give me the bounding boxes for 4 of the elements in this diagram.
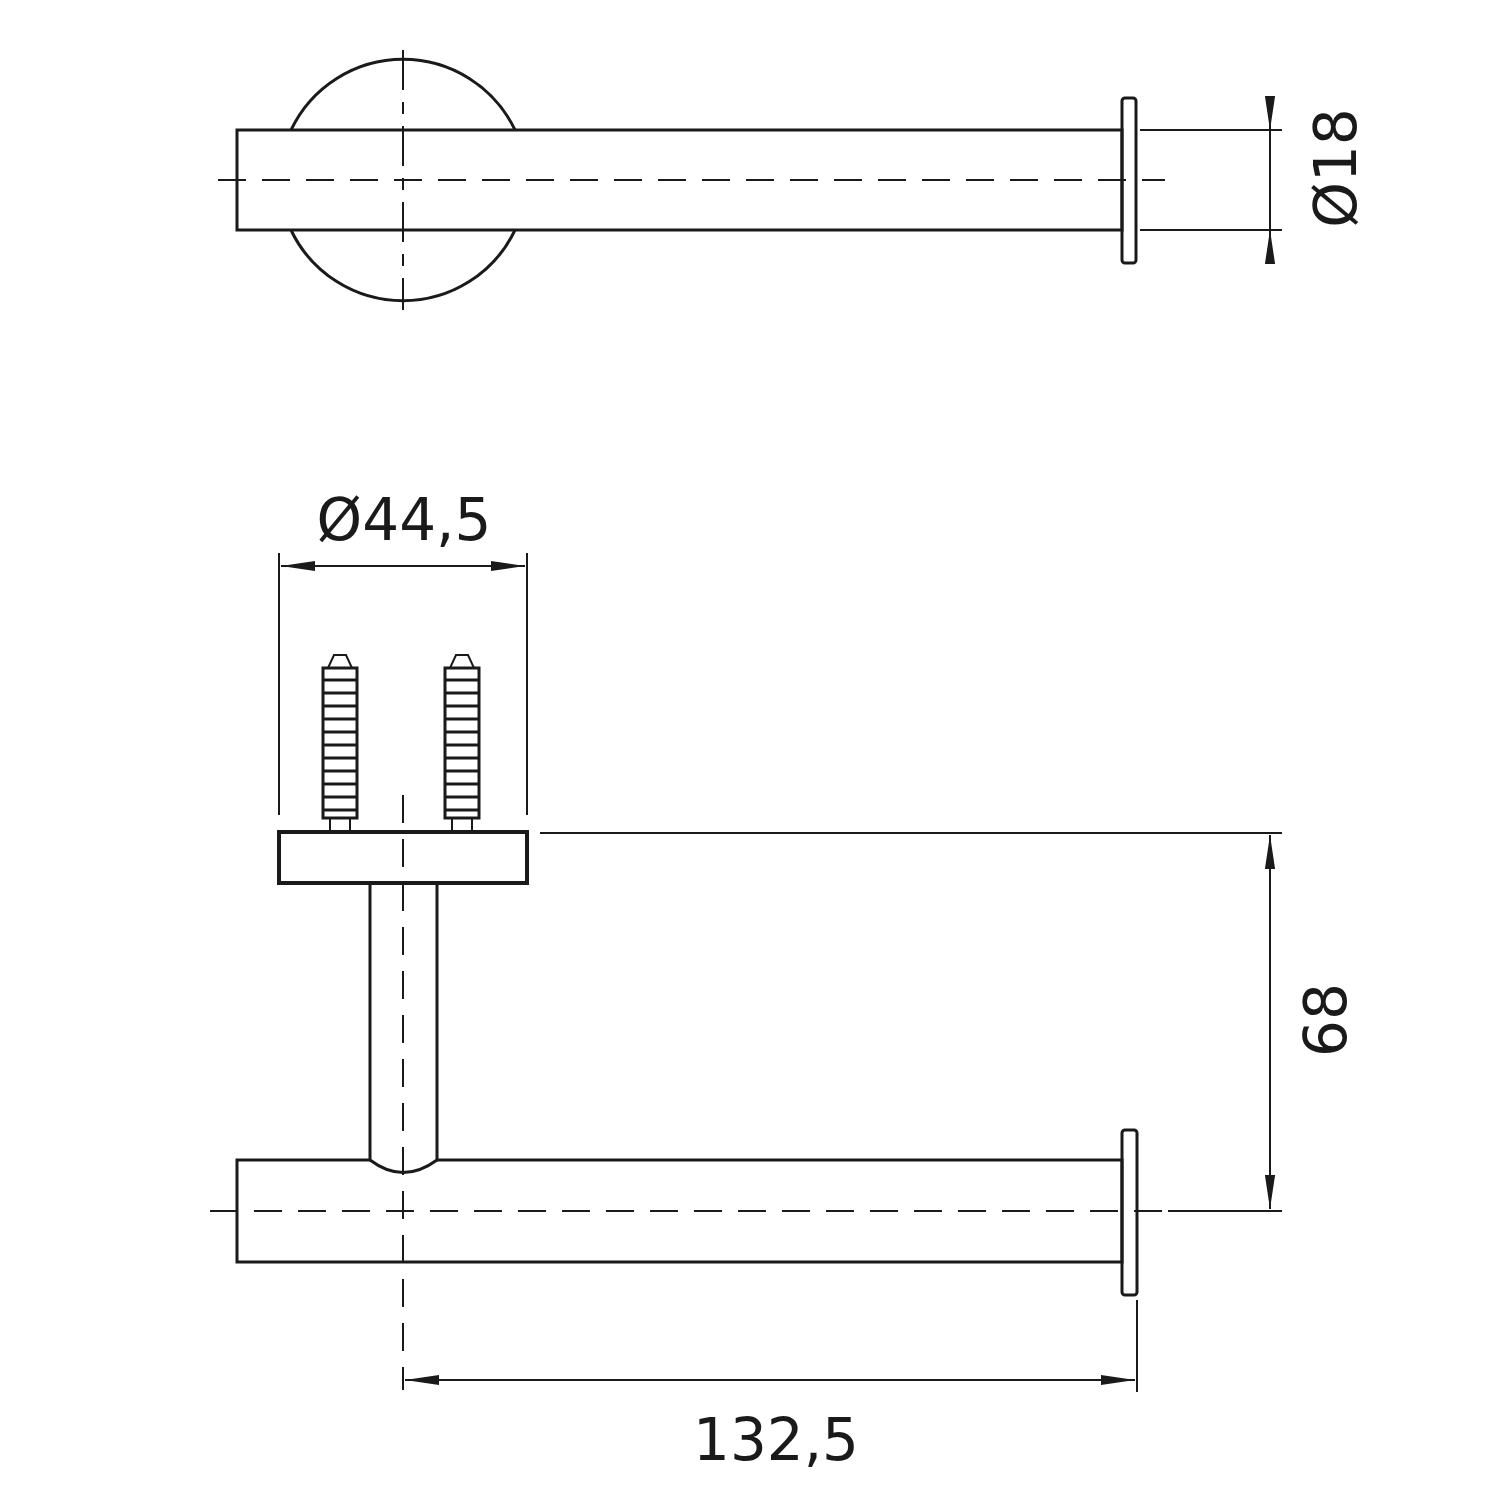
dimension-value: 68 — [1297, 983, 1355, 1057]
dimension-value: Ø44,5 — [316, 491, 492, 549]
dimension-value: 132,5 — [693, 1411, 859, 1469]
dimension-value: Ø18 — [1307, 108, 1365, 228]
